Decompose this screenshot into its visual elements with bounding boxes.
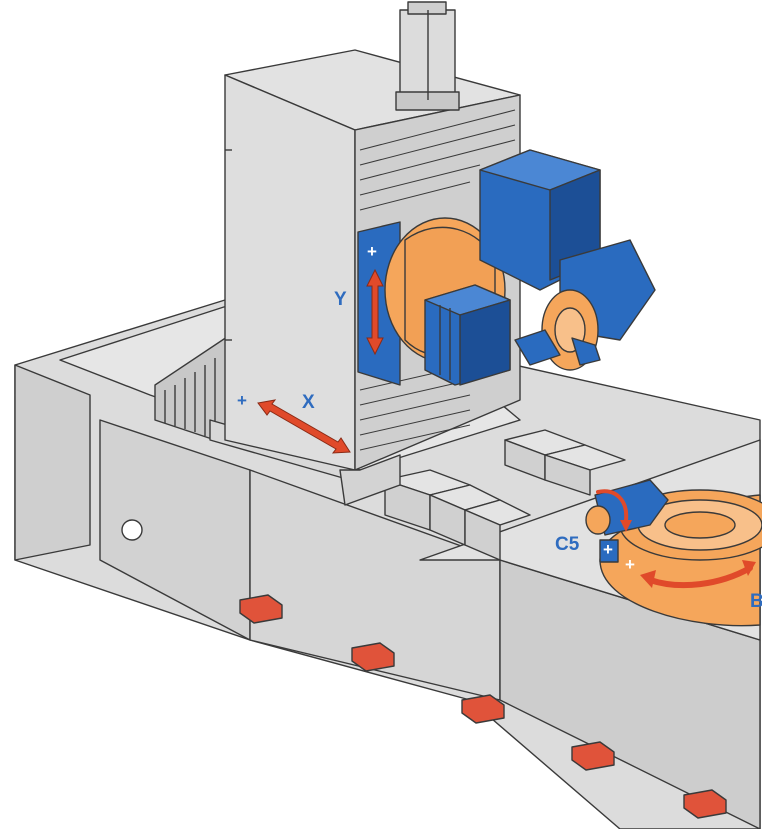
b-axis-label: B [750,591,762,612]
foot [239,594,283,624]
top-motor [395,1,460,111]
y-plus-sign: + [367,242,377,261]
foot [461,694,505,724]
b-axis-arrow [640,560,756,589]
y-axis-label: Y [334,289,347,310]
way-covers [384,429,626,561]
x-axis-arrow [257,399,351,454]
c5-axis-label: C5 [555,534,580,555]
c5-axis-arrow [596,489,632,532]
y-plus-marker [364,244,380,260]
foot [683,789,727,819]
bed-hole [121,519,143,541]
leveling-feet [239,594,727,819]
x-plus-sign: + [237,391,247,410]
milling-head [424,149,656,386]
x-axis-label: X [302,392,315,413]
c5-plus-sign: + [603,540,613,559]
y-axis-arrow [366,268,384,356]
foot [571,741,615,771]
foot [351,642,395,672]
b-plus-sign: + [625,555,635,574]
